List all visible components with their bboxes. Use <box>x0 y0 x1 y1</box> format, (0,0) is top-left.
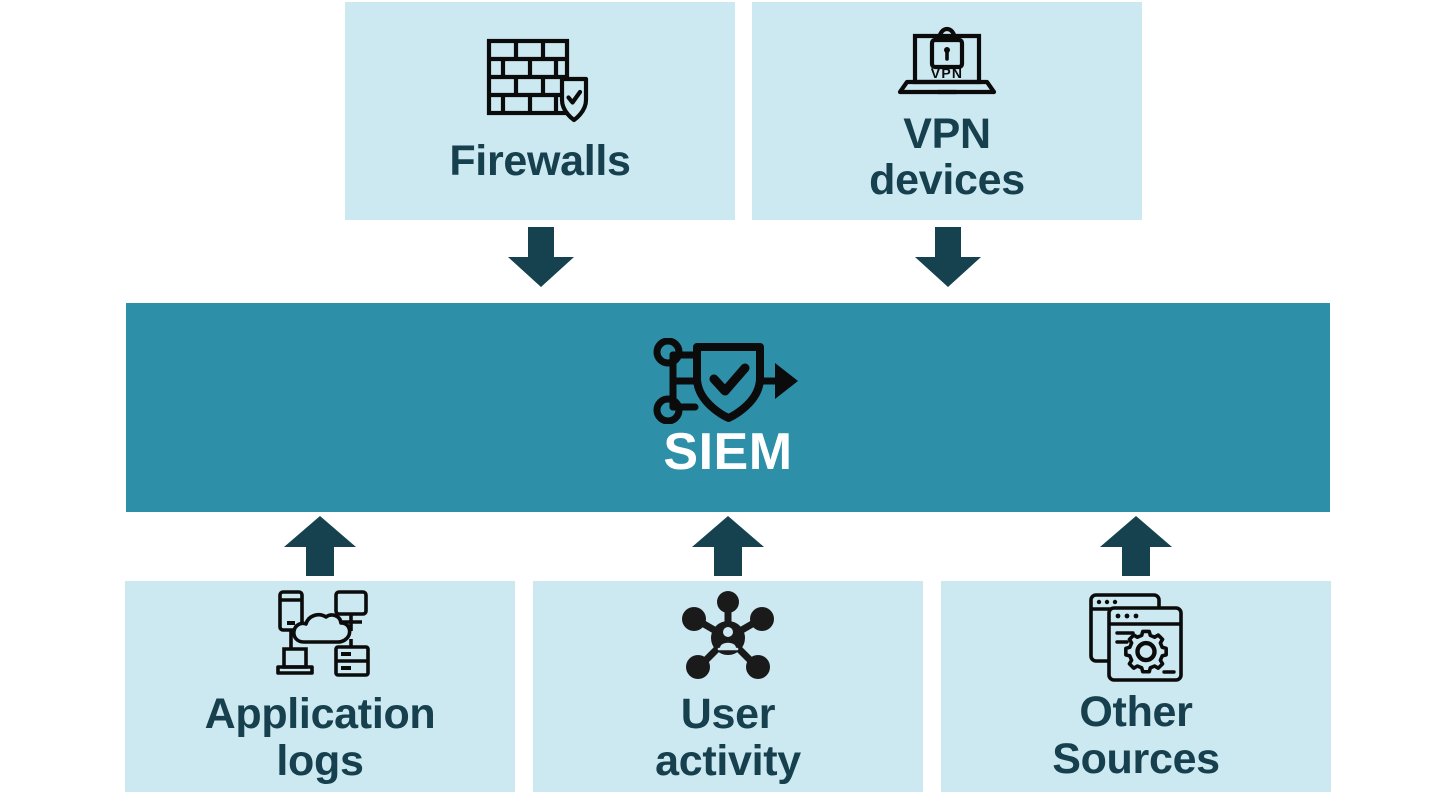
vpn-icon-text: VPN <box>931 65 963 81</box>
source-label-other-sources: Other Sources <box>1052 688 1220 783</box>
cloud-network-devices-icon <box>266 589 374 687</box>
siem-panel[interactable]: SIEM <box>126 303 1330 512</box>
source-label-application-logs: Application logs <box>204 690 436 785</box>
source-label-vpn-devices: VPN devices <box>869 109 1025 204</box>
user-network-hub-icon <box>679 589 777 687</box>
source-box-firewalls[interactable]: Firewalls <box>345 2 735 220</box>
source-box-other-sources[interactable]: Other Sources <box>941 581 1331 792</box>
arrow-firewalls-to-siem <box>505 227 577 289</box>
siem-label: SIEM <box>663 422 793 481</box>
brick-wall-shield-icon <box>486 38 594 126</box>
arrow-application-logs-to-siem <box>282 514 358 578</box>
source-box-user-activity[interactable]: User activity <box>533 581 923 792</box>
windows-gear-icon <box>1086 591 1186 685</box>
arrow-other-sources-to-siem <box>1098 514 1174 578</box>
source-box-vpn-devices[interactable]: VPN VPN devices <box>752 2 1142 220</box>
source-box-application-logs[interactable]: Application logs <box>125 581 515 792</box>
shield-check-network-arrow-icon <box>653 337 803 424</box>
arrow-user-activity-to-siem <box>690 514 766 578</box>
source-label-firewalls: Firewalls <box>449 136 631 185</box>
laptop-vpn-lock-icon: VPN <box>893 19 1001 103</box>
source-label-user-activity: User activity <box>655 690 801 785</box>
arrow-vpn-to-siem <box>912 227 984 289</box>
